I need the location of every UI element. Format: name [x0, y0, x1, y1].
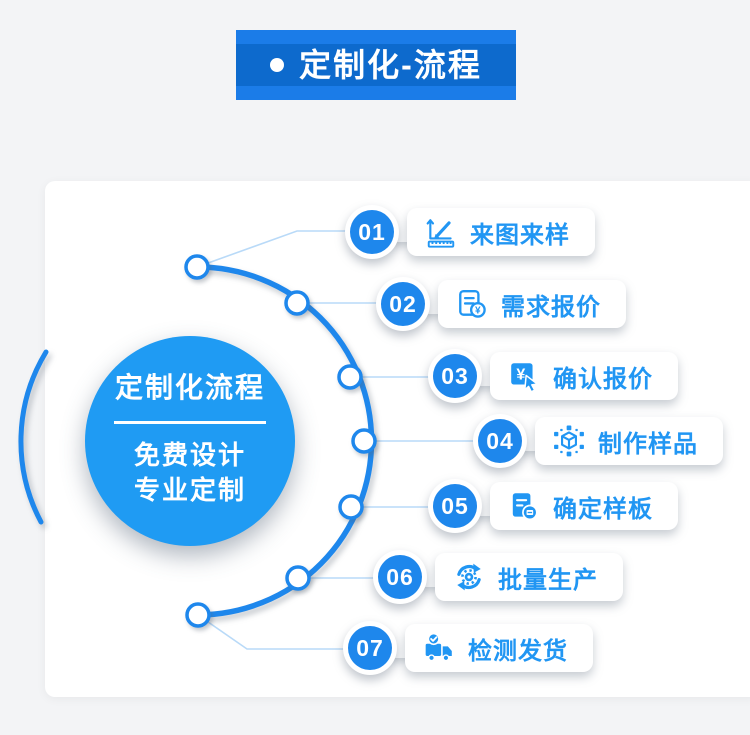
sample-cube-icon: [554, 425, 584, 457]
center-circle-divider: [114, 421, 266, 424]
step-item-7: 07 检测发货: [343, 621, 593, 675]
bullet-dot-icon: [270, 58, 285, 72]
step-label: 批量生产: [498, 566, 598, 594]
step-body: 检测发货: [405, 624, 593, 672]
page-title: 定制化-流程: [299, 47, 482, 83]
svg-text:¥: ¥: [475, 306, 481, 317]
step-number-badge: 06: [373, 550, 427, 604]
step-number-badge: 03: [428, 349, 482, 403]
step-body: 来图来样: [407, 208, 595, 256]
step-number-badge: 04: [473, 414, 527, 468]
drawing-icon: [426, 219, 455, 248]
center-circle-title: 定制化流程: [114, 372, 265, 403]
step-label: 来图来样: [470, 221, 570, 249]
step-number-badge: 02: [376, 277, 430, 331]
flow-arc-left: [18, 349, 49, 525]
step-body: ¥ 确认报价: [490, 352, 678, 400]
step-body: 批量生产: [435, 553, 623, 601]
center-circle-line2: 专业定制: [133, 475, 246, 506]
step-item-4: 04 制作样品: [473, 414, 723, 468]
step-label: 确认报价: [553, 365, 653, 393]
step-item-6: 06 批量生产: [373, 550, 623, 604]
step-body: 制作样品: [535, 417, 723, 465]
center-circle-line1: 免费设计: [133, 440, 246, 470]
quote-doc-icon: ¥: [459, 290, 486, 318]
step-item-5: 05 确定样板: [428, 479, 678, 533]
step-item-1: 01 来图来样: [345, 205, 595, 259]
step-label: 确定样板: [553, 495, 653, 523]
step-label: 制作样品: [598, 430, 698, 458]
production-cycle-icon: [457, 563, 481, 591]
title-banner: 定制化-流程: [236, 30, 516, 100]
step-body: 确定样板: [490, 482, 678, 530]
confirm-price-icon: ¥: [511, 363, 539, 392]
step-body: ¥ 需求报价: [438, 280, 626, 328]
template-doc-icon: [512, 493, 538, 521]
step-item-3: 03 ¥ 确认报价: [428, 349, 678, 403]
step-number-badge: 01: [345, 205, 399, 259]
step-label: 检测发货: [468, 637, 568, 665]
svg-text:¥: ¥: [516, 367, 525, 384]
step-number-badge: 05: [428, 479, 482, 533]
step-label: 需求报价: [501, 293, 601, 321]
delivery-truck-icon: [425, 632, 452, 662]
title-banner-inner: 定制化-流程: [236, 44, 516, 86]
step-item-2: 02 ¥ 需求报价: [376, 277, 626, 331]
step-number-badge: 07: [343, 621, 397, 675]
center-circle: 定制化流程 免费设计 专业定制: [85, 336, 295, 546]
